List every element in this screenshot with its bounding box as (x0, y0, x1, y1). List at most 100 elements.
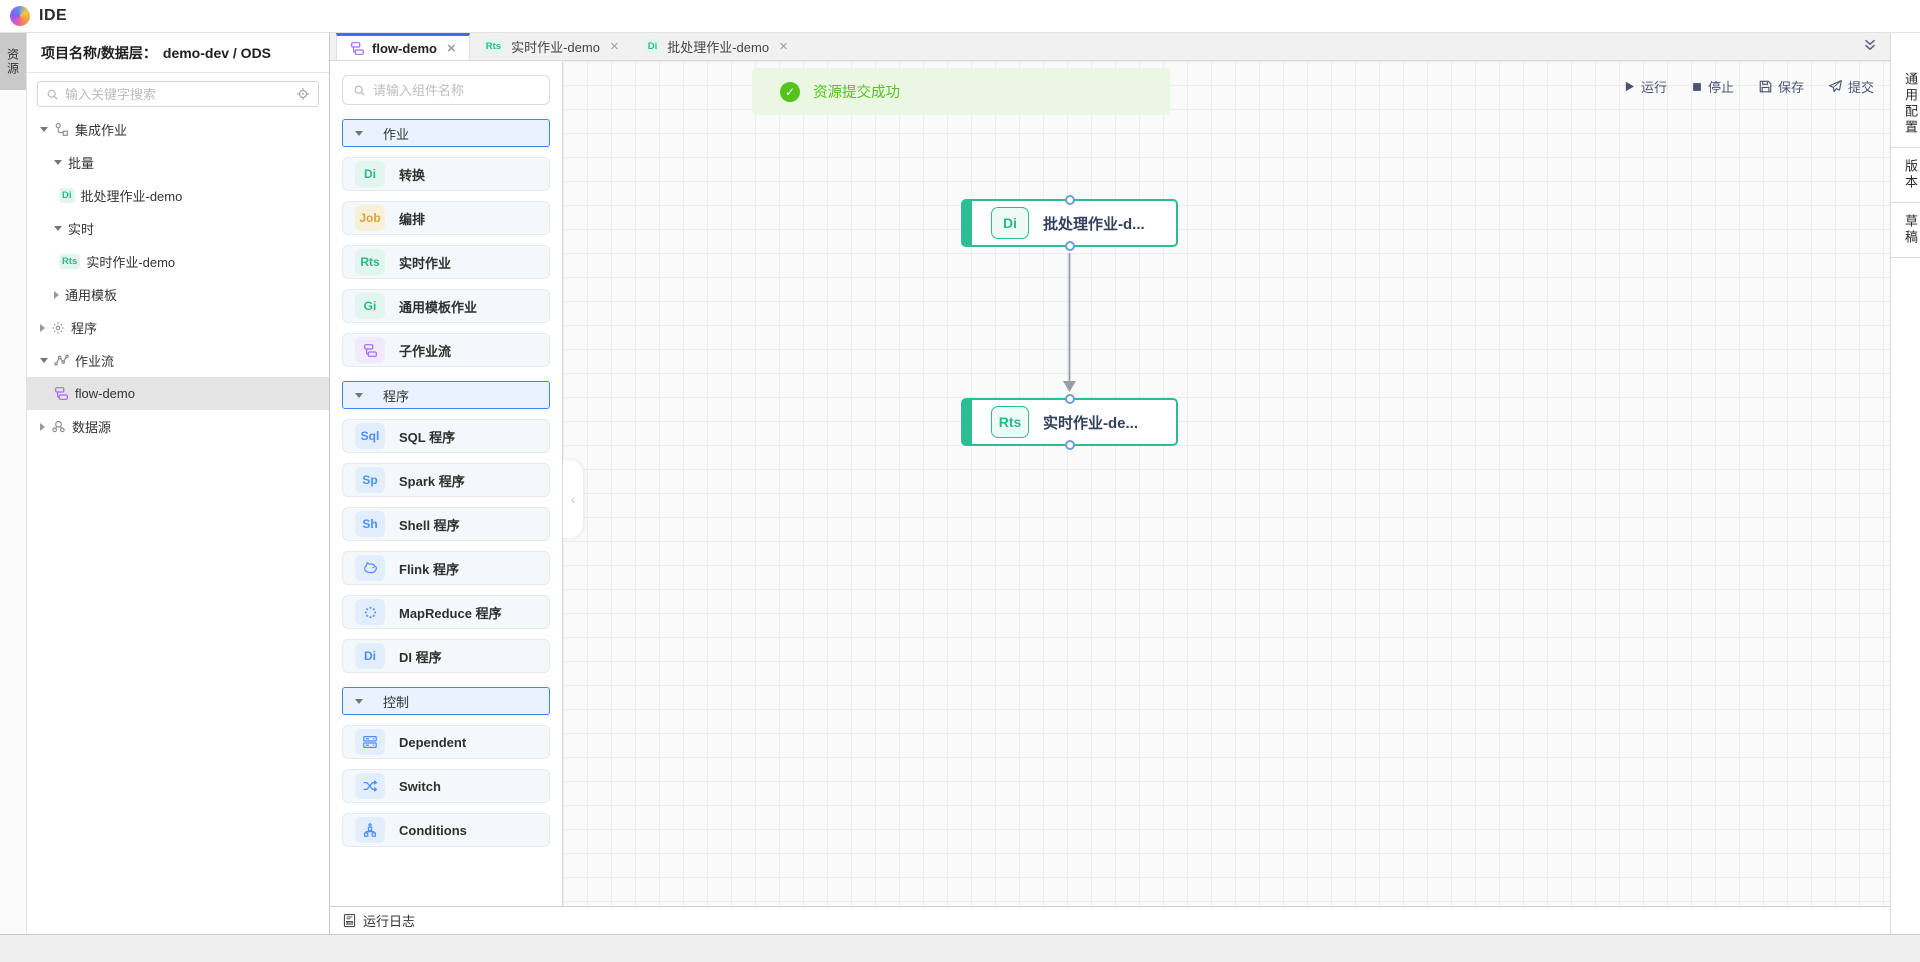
palette-section-title: 作业 (383, 126, 410, 142)
toolbar-submit-button[interactable]: 提交 (1828, 77, 1874, 96)
switch-icon (355, 773, 385, 799)
tree-item-general-template[interactable]: 通用模板 (27, 278, 329, 311)
flow-node-batch-job[interactable]: Di 批处理作业-d... (961, 195, 1178, 251)
right-tab-draft[interactable]: 草稿 (1891, 203, 1920, 258)
palette-collapse-handle[interactable]: ‹ (563, 460, 583, 538)
project-sidebar: 项目名称/数据层： demo-dev / ODS 集成作业批量Di批处理作业-d… (27, 33, 330, 934)
palette-item-conditions[interactable]: Conditions (342, 813, 550, 847)
palette-search (342, 75, 550, 105)
palette-item-dependent[interactable]: Dependent (342, 725, 550, 759)
app-title: IDE (39, 7, 68, 24)
locate-icon[interactable] (296, 87, 310, 101)
caret-down-icon[interactable] (40, 358, 48, 363)
toolbar-stop-button[interactable]: 停止 (1691, 77, 1734, 96)
palette-section-control[interactable]: 控制 (342, 687, 550, 715)
tab-label: flow-demo (372, 40, 437, 56)
toolbar-button-label: 停止 (1707, 80, 1734, 95)
palette-item-label: 编排 (399, 211, 426, 227)
right-tab-general-config[interactable]: 通用配置 (1891, 61, 1920, 148)
tree-item-realtime[interactable]: 实时 (27, 212, 329, 245)
palette-item-label: Dependent (399, 734, 467, 750)
badge-di: Di (991, 207, 1029, 239)
palette-item-label: 转换 (399, 167, 426, 183)
badge-gi: Gi (355, 293, 385, 319)
run-log-label: 运行日志 (363, 914, 416, 929)
tree-item-realtime-job-demo[interactable]: Rts 实时作业-demo (27, 245, 329, 278)
subflow-icon (355, 337, 385, 363)
node-label: 批处理作业-d... (1043, 215, 1145, 233)
node-port-bottom[interactable] (1064, 241, 1075, 251)
tab-label: 批处理作业-demo (667, 40, 770, 55)
node-port-top[interactable] (1064, 195, 1075, 205)
badge-di: Di (644, 39, 661, 54)
tab-batch-job-demo[interactable]: Di 批处理作业-demo × (632, 33, 801, 60)
palette-section-jobs[interactable]: 作业 (342, 119, 550, 147)
flow-icon (54, 353, 69, 368)
caret-right-icon[interactable] (40, 422, 45, 431)
tree-item-datasources[interactable]: 数据源 (27, 410, 329, 443)
palette-item-mapreduce-program[interactable]: MapReduce 程序 (342, 595, 550, 629)
activity-tab-resources[interactable]: 资源 (0, 33, 26, 90)
node-label: 实时作业-de... (1043, 414, 1139, 432)
caret-right-icon[interactable] (40, 323, 45, 332)
tree-item-programs[interactable]: 程序 (27, 311, 329, 344)
chevrons-down-icon[interactable] (1862, 37, 1878, 53)
palette-item-flink-program[interactable]: Flink 程序 (342, 551, 550, 585)
palette-item-label: 子作业流 (399, 343, 452, 359)
palette-item-subflow[interactable]: 子作业流 (342, 333, 550, 367)
right-tab-version[interactable]: 版本 (1891, 148, 1920, 203)
flow-edge[interactable] (1063, 253, 1076, 392)
caret-right-icon[interactable] (54, 290, 59, 299)
caret-down-icon[interactable] (40, 127, 48, 132)
palette-item-label: Switch (399, 778, 441, 794)
close-icon[interactable]: × (779, 38, 788, 55)
tree-item-batch[interactable]: 批量 (27, 146, 329, 179)
caret-down-icon[interactable] (54, 160, 62, 165)
tree-item-integration-jobs[interactable]: 集成作业 (27, 113, 329, 146)
tab-flow-demo[interactable]: flow-demo × (336, 33, 470, 60)
node-port-top[interactable] (1064, 394, 1075, 404)
caret-down-icon[interactable] (54, 226, 62, 231)
badge-rts: Rts (59, 254, 81, 269)
palette-search-input[interactable] (373, 82, 539, 98)
palette-item-label: Shell 程序 (399, 517, 460, 533)
run-log-bar[interactable]: LOG 运行日志 (330, 906, 1890, 934)
close-icon[interactable]: × (447, 39, 456, 57)
success-check-icon: ✓ (780, 81, 800, 102)
success-toast: ✓ 资源提交成功 (752, 68, 1170, 115)
node-port-bottom[interactable] (1064, 440, 1075, 450)
toolbar-save-button[interactable]: 保存 (1758, 77, 1804, 96)
tree-item-workflows[interactable]: 作业流 (27, 344, 329, 377)
toolbar-button-label: 提交 (1847, 80, 1874, 95)
close-icon[interactable]: × (609, 38, 619, 55)
caret-down-icon (355, 392, 363, 398)
toast-message: 资源提交成功 (813, 85, 900, 101)
tree-item-label: 实时 (68, 222, 95, 237)
toolbar-run-button[interactable]: 运行 (1623, 77, 1667, 96)
palette-item-label: SQL 程序 (399, 429, 456, 445)
tree-item-label: 实时作业-demo (86, 255, 176, 270)
tree-item-flow-demo[interactable]: flow-demo (27, 377, 329, 410)
palette-item-switch[interactable]: Switch (342, 769, 550, 803)
node-accent-bar (962, 200, 972, 246)
tree-item-label: flow-demo (75, 386, 135, 401)
subflow-icon (350, 41, 365, 56)
project-header-value: demo-dev / ODS (162, 44, 272, 61)
save-icon (1758, 79, 1773, 94)
status-strip (0, 934, 1920, 962)
sidebar-search-input[interactable] (65, 86, 290, 102)
palette-section-programs[interactable]: 程序 (342, 381, 550, 409)
